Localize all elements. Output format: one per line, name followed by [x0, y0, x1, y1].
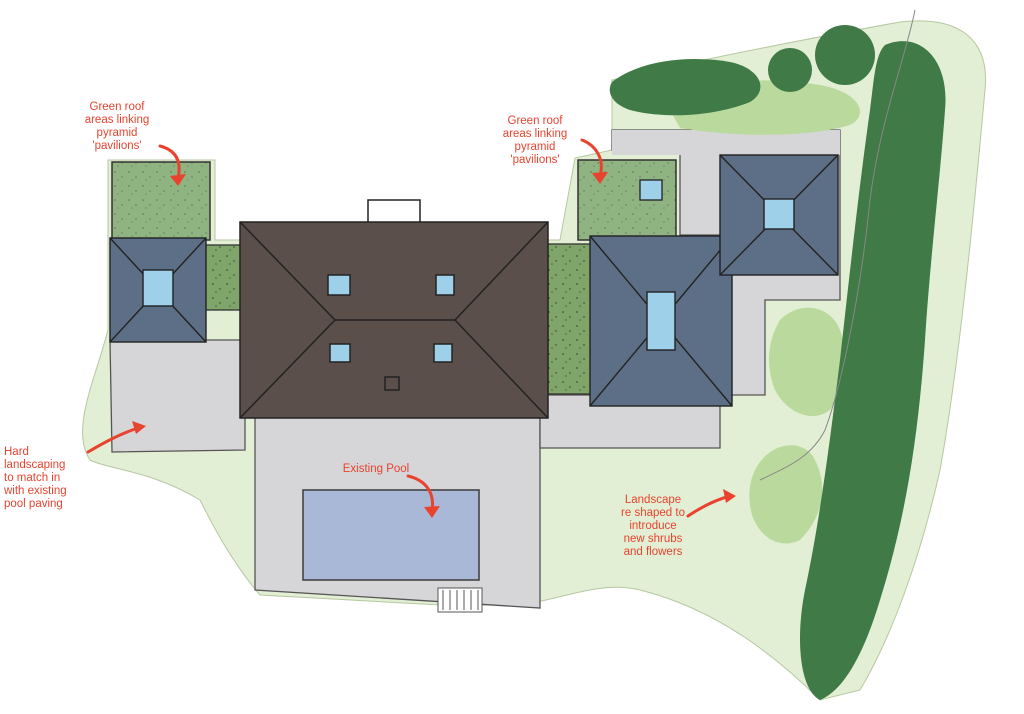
rooflight-right-upper [763, 198, 795, 230]
rooflight-main-3 [329, 343, 351, 363]
arrow-green-roof-left [158, 144, 181, 180]
annotation-arrowheads [132, 172, 736, 518]
annotation-hard-landscaping: Hard landscaping to match in with existi… [4, 446, 67, 510]
hedge-left-speckle [203, 245, 243, 310]
paving-left-terrace [109, 339, 246, 453]
tree-belt-east [800, 41, 946, 701]
hedge-right-speckle [544, 244, 596, 394]
shrub-bed-lower [749, 445, 823, 544]
arrow-green-roof-right [580, 138, 603, 178]
pavilion-right-large [589, 235, 733, 407]
paving-top-strip [612, 130, 840, 155]
arrow-existing-pool [406, 474, 435, 512]
rooflight-left-pavilion [142, 269, 174, 307]
tree-cluster-north [609, 59, 761, 116]
rooflight-green-roof-right [639, 179, 663, 201]
roof-vent [384, 376, 400, 391]
rooflight-main-2 [435, 274, 455, 296]
annotation-green-roof-left: Green roof areas linking pyramid 'pavili… [84, 101, 150, 152]
rooflight-right-large [646, 291, 676, 351]
annotation-landscape: Landscape re shaped to introduce new shr… [621, 494, 685, 558]
pavilion-left [109, 237, 207, 343]
rooflight-main-1 [327, 274, 351, 296]
pool-steps [437, 587, 483, 613]
annotation-green-roof-right: Green roof areas linking pyramid 'pavili… [502, 115, 568, 166]
annotation-existing-pool: Existing Pool [342, 463, 410, 475]
arrow-hard-landscaping [86, 426, 140, 454]
tree-north-mid [768, 48, 812, 92]
tree-north-east [815, 25, 875, 85]
green-roof-left-speckle [112, 162, 210, 240]
rooflight-main-4 [433, 343, 453, 363]
pavilion-right-upper [719, 154, 839, 276]
main-roof [239, 199, 549, 419]
existing-pool [302, 489, 480, 581]
shrub-bed-upper [768, 307, 846, 417]
garden-edge-line [759, 9, 916, 481]
